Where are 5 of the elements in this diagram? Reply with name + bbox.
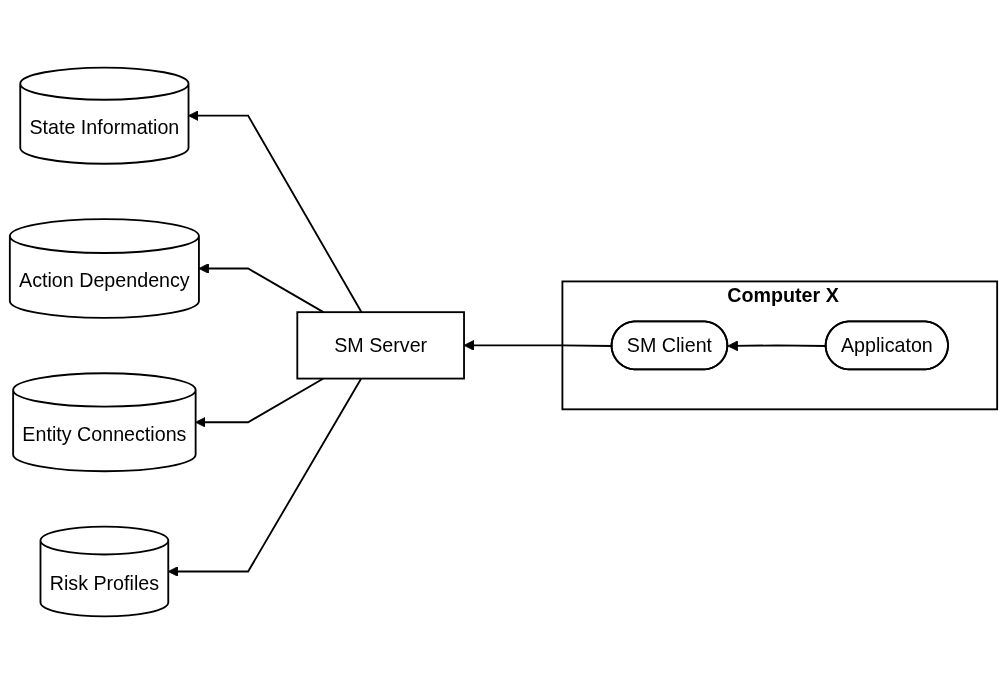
- arrow: [198, 263, 325, 314]
- arrow: [188, 110, 363, 314]
- node-box: SM Server: [296, 311, 465, 380]
- arrow: [195, 377, 325, 428]
- arrow: [167, 377, 363, 577]
